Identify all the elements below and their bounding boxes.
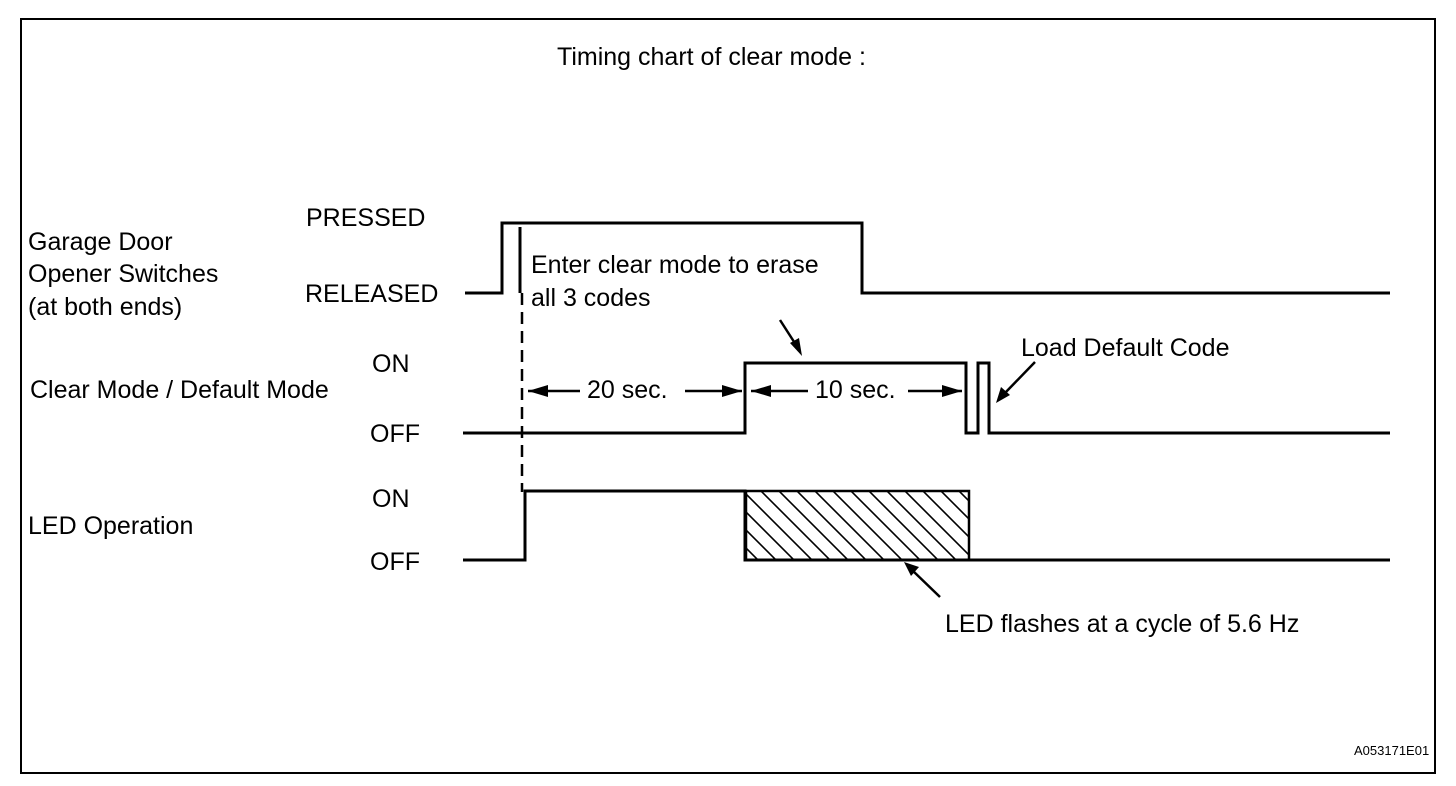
clear-mode-low-state-label: OFF [370, 420, 420, 448]
clear-mode-waveform [463, 361, 1390, 435]
clear-mode-pointer-arrowhead [790, 338, 802, 356]
enter-clear-mode-note-line1: Enter clear mode to erase [531, 251, 819, 279]
garage-signal-label-line2: Opener Switches [28, 260, 219, 288]
enter-clear-mode-note-line2: all 3 codes [531, 284, 651, 312]
garage-signal-label-line1: Garage Door [28, 228, 173, 256]
diagram-title: Timing chart of clear mode : [557, 43, 866, 71]
interval-20-sec-label: 20 sec. [587, 376, 668, 404]
load-default-code-note: Load Default Code [1021, 334, 1230, 362]
interval-20-right-arrowhead [722, 385, 742, 397]
led-flash-pointer-line [911, 569, 941, 598]
led-high-state-label: ON [372, 485, 410, 513]
clear-mode-high-state-label: ON [372, 350, 410, 378]
led-signal-label: LED Operation [28, 512, 194, 540]
led-flash-hatched-region [744, 489, 971, 562]
clear-mode-signal-label: Clear Mode / Default Mode [30, 376, 329, 404]
interval-10-left-arrowhead [751, 385, 771, 397]
interval-10-sec-label: 10 sec. [815, 376, 896, 404]
led-flash-note: LED flashes at a cycle of 5.6 Hz [945, 610, 1300, 638]
figure-id: A053171E01 [1354, 743, 1430, 758]
interval-20-left-arrowhead [528, 385, 548, 397]
garage-signal-label-line3: (at both ends) [28, 293, 183, 321]
interval-10-right-arrowhead [942, 385, 962, 397]
garage-waveform [465, 221, 1390, 295]
garage-high-state-label: PRESSED [306, 204, 426, 232]
diagram-frame [20, 18, 1436, 774]
garage-low-state-label: RELEASED [305, 280, 439, 308]
led-low-state-label: OFF [370, 548, 420, 576]
load-default-pointer-line [1003, 361, 1036, 395]
load-default-pointer-arrowhead [996, 387, 1010, 403]
led-flash-pointer-arrowhead [904, 562, 919, 576]
